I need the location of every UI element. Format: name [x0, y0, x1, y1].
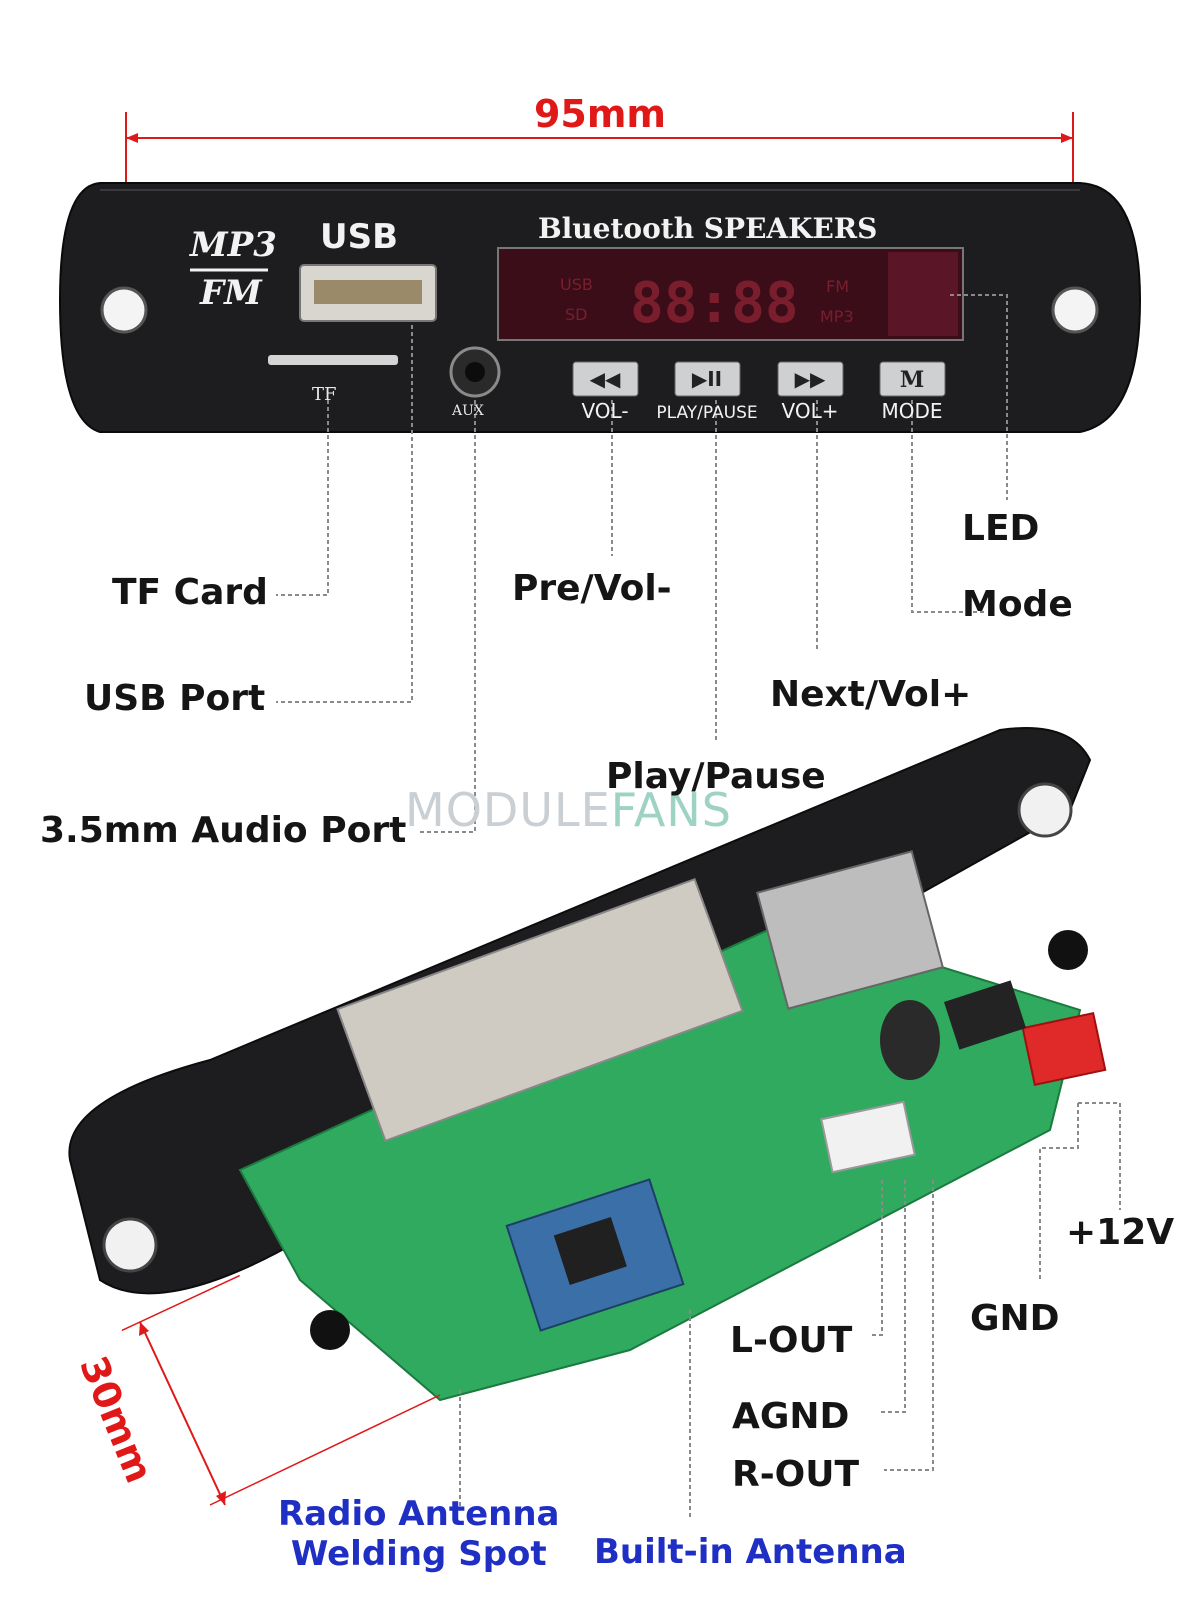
callout-led: LED [962, 508, 1040, 549]
display-segments: 88:88 [630, 271, 799, 336]
svg-text:M: M [900, 367, 924, 393]
svg-text:◀◀: ◀◀ [590, 367, 621, 391]
brand-text: Bluetooth SPEAKERS [538, 212, 877, 245]
panel-printing: MP3 FM USB TF AUX Bluetooth SPEAKERS 88:… [189, 212, 943, 423]
display-indicator-sd: SD [565, 305, 587, 324]
power-connector [1021, 1011, 1107, 1087]
mp3-logo: MP3 [189, 225, 277, 265]
btn-label-vol-minus: VOL- [581, 399, 628, 423]
vol-minus-key [572, 361, 639, 397]
callout-usb-port: USB Port [84, 678, 266, 719]
svg-text:▶II: ▶II [692, 367, 722, 391]
callout-next-vol: Next/Vol+ [770, 674, 972, 715]
callout-tf-card: TF Card [112, 572, 268, 613]
mode-key [879, 361, 946, 397]
usb-text: USB [320, 217, 398, 257]
btn-label-mode: MODE [881, 399, 942, 423]
callout-mode: Mode [962, 584, 1073, 625]
callout-l-out: L-OUT [730, 1320, 853, 1361]
callout-builtin-antenna: Built-in Antenna [594, 1532, 907, 1572]
display-indicator-mp3: MP3 [820, 307, 854, 326]
mount-hole-right [1051, 286, 1099, 334]
watermark-part2: FANS [610, 783, 733, 837]
play-pause-key [674, 361, 741, 397]
pcb-usb-socket [755, 850, 945, 1010]
display-indicator-fm: FM [826, 277, 849, 296]
aux-text: AUX [451, 403, 484, 419]
callout-radio-antenna: Radio Antenna Welding Spot [278, 1494, 560, 1574]
led-display [497, 247, 964, 341]
callout-plus12v: +12V [1066, 1212, 1175, 1253]
btn-label-vol-plus: VOL+ [782, 399, 839, 423]
callout-pre-vol: Pre/Vol- [512, 568, 672, 609]
callout-gnd: GND [970, 1298, 1060, 1339]
callout-r-out: R-OUT [732, 1454, 860, 1495]
height-dimension [121, 1274, 441, 1506]
mount-hole-left [100, 286, 148, 334]
btn-label-play-pause: PLAY/PAUSE [656, 403, 757, 423]
fm-logo: FM [199, 273, 263, 313]
leader-lines [276, 294, 1121, 1520]
watermark: MODULEFANS [405, 783, 732, 837]
vol-plus-key [777, 361, 844, 397]
callout-play-pause: Play/Pause [606, 756, 826, 797]
regulator-chip [943, 980, 1027, 1050]
tf-slot [268, 355, 398, 365]
display-indicator-usb: USB [560, 275, 593, 294]
tf-text: TF [312, 384, 337, 405]
audio-connector [820, 1100, 916, 1174]
watermark-part1: MODULE [405, 783, 611, 837]
svg-text:▶▶: ▶▶ [795, 367, 826, 391]
width-dimension-label: 95mm [533, 92, 667, 136]
callout-audio-port: 3.5mm Audio Port [40, 810, 407, 851]
pin-header [336, 877, 744, 1143]
front-panel: ◀◀ ▶II ▶▶ M [58, 182, 1142, 433]
callout-agnd: AGND [732, 1396, 850, 1437]
capacitor [880, 1000, 940, 1080]
pcb-assembly [68, 727, 1107, 1402]
